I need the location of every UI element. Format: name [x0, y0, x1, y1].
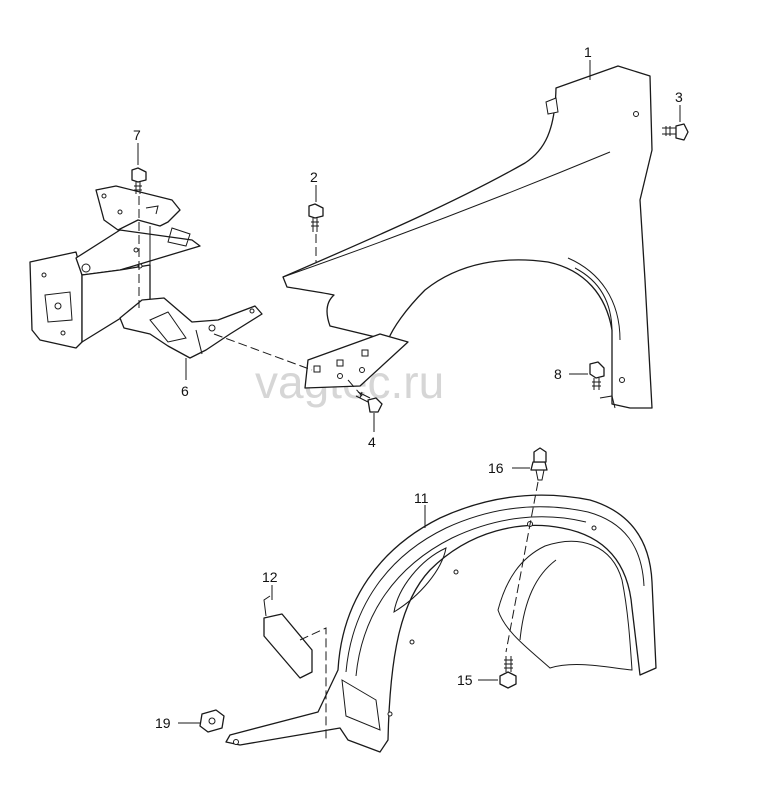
assembly-lines — [138, 196, 539, 742]
clip-16[interactable] — [530, 447, 548, 481]
callout-2: 2 — [310, 169, 318, 185]
callout-15: 15 — [457, 672, 473, 688]
callout-16: 16 — [488, 460, 504, 476]
seal-pad[interactable] — [263, 595, 313, 679]
callout-8: 8 — [554, 366, 562, 382]
callout-12: 12 — [262, 569, 278, 585]
callout-19: 19 — [155, 715, 171, 731]
clip-nut-19[interactable] — [199, 709, 225, 733]
leader-lines — [137, 60, 681, 724]
callout-4: 4 — [368, 434, 376, 450]
callout-1: 1 — [584, 44, 592, 60]
callout-11: 11 — [414, 490, 429, 506]
front-carrier — [29, 185, 201, 349]
bolt-3[interactable] — [662, 123, 689, 141]
bolt-8[interactable] — [589, 361, 605, 390]
callout-6: 6 — [181, 383, 189, 399]
bolt-2[interactable] — [308, 203, 324, 232]
bolt-7[interactable] — [131, 167, 147, 194]
bolt-15[interactable] — [499, 656, 517, 689]
wheel-housing-liner[interactable] — [225, 494, 657, 753]
callout-7: 7 — [133, 127, 141, 143]
bracket[interactable] — [119, 297, 263, 359]
fender[interactable] — [282, 65, 653, 409]
callout-3: 3 — [675, 89, 683, 105]
